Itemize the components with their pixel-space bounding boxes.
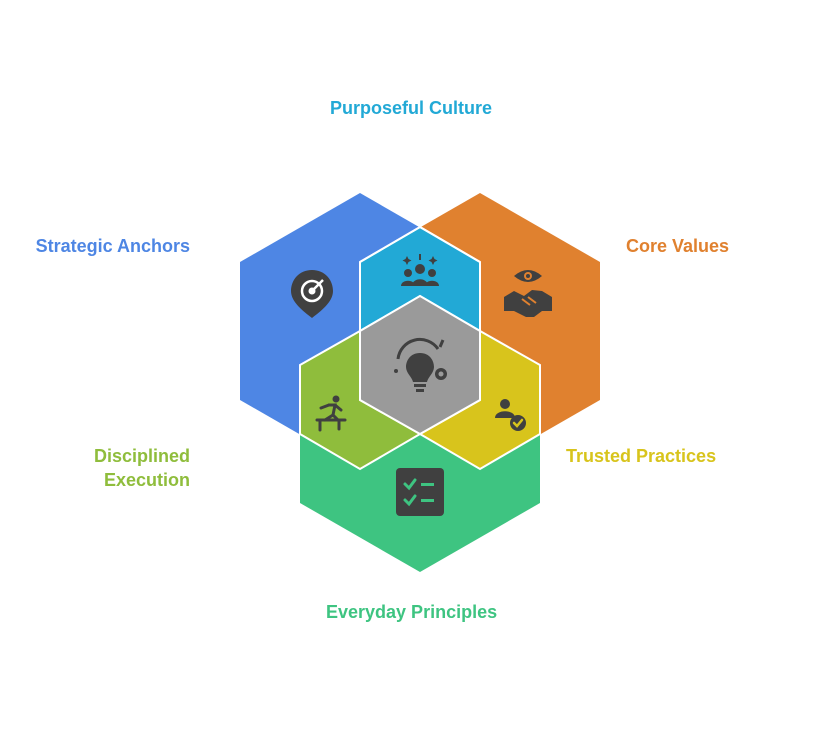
label-disciplined-execution: Disciplined Execution — [93, 446, 190, 490]
label-core-values: Core Values — [626, 236, 730, 256]
runner-hurdle-icon — [315, 395, 347, 432]
label-trusted-practices: Trusted Practices — [566, 446, 717, 466]
verified-users-icon — [495, 399, 526, 431]
separator-lines — [359, 225, 481, 263]
checklist-icon — [396, 468, 444, 516]
lightbulb-icon — [394, 338, 447, 392]
label-strategic-anchors: Strategic Anchors — [35, 236, 190, 256]
eye-handshake-icon — [504, 270, 552, 317]
label-everyday-principles: Everyday Principles — [326, 602, 498, 622]
label-purposeful-culture: Purposeful Culture — [330, 98, 493, 118]
target-pin-icon — [291, 270, 333, 318]
team-sparkle-icon — [401, 254, 439, 286]
